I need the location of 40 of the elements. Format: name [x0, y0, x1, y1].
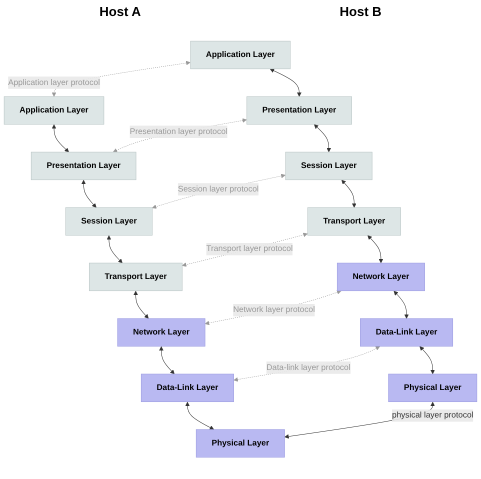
- arrow: [159, 346, 175, 375]
- node-box: Data-Link Layer: [140, 374, 234, 402]
- edge-label: Data-link layer protocol: [266, 363, 350, 372]
- column-heading: Host B: [340, 4, 382, 18]
- arrow: [314, 124, 332, 153]
- arrow: [133, 291, 149, 320]
- node-box: Transport Layer: [88, 263, 182, 292]
- arrow: [394, 291, 409, 320]
- node-box: Application Layer: [4, 96, 104, 125]
- column-heading: Host A: [99, 4, 141, 18]
- arrow: [234, 346, 380, 382]
- arrow: [204, 290, 342, 326]
- arrow: [52, 124, 69, 153]
- node-box: Presentation Layer: [30, 152, 136, 180]
- arrow: [152, 174, 286, 210]
- edge-label: Network layer protocol: [233, 306, 315, 315]
- edge-label: physical layer protocol: [392, 411, 474, 420]
- node-box: Network Layer: [117, 318, 206, 347]
- node-box: Application Layer: [190, 41, 291, 70]
- node-box: Session Layer: [285, 152, 372, 180]
- node-box: Physical Layer: [196, 430, 285, 458]
- node-box: Session Layer: [65, 208, 152, 236]
- arrow: [81, 180, 96, 208]
- arrow: [112, 118, 247, 153]
- node-box: Physical Layer: [388, 374, 478, 402]
- node-box: Network Layer: [336, 263, 425, 292]
- edge-label: Application layer protocol: [8, 78, 100, 88]
- edge-label: Transport layer protocol: [206, 244, 293, 254]
- node-box: Transport Layer: [307, 208, 401, 236]
- arrow: [106, 236, 123, 264]
- edge-label: Presentation layer protocol: [130, 128, 228, 136]
- node-box: Data-Link Layer: [360, 318, 454, 347]
- edge-label: Session layer protocol: [178, 184, 259, 194]
- arrow: [182, 232, 308, 268]
- arrow: [270, 68, 302, 98]
- arrow: [341, 180, 356, 208]
- arrow: [420, 346, 435, 375]
- arrow: [368, 236, 384, 264]
- node-box: Presentation Layer: [246, 96, 352, 125]
- arrow: [185, 402, 214, 430]
